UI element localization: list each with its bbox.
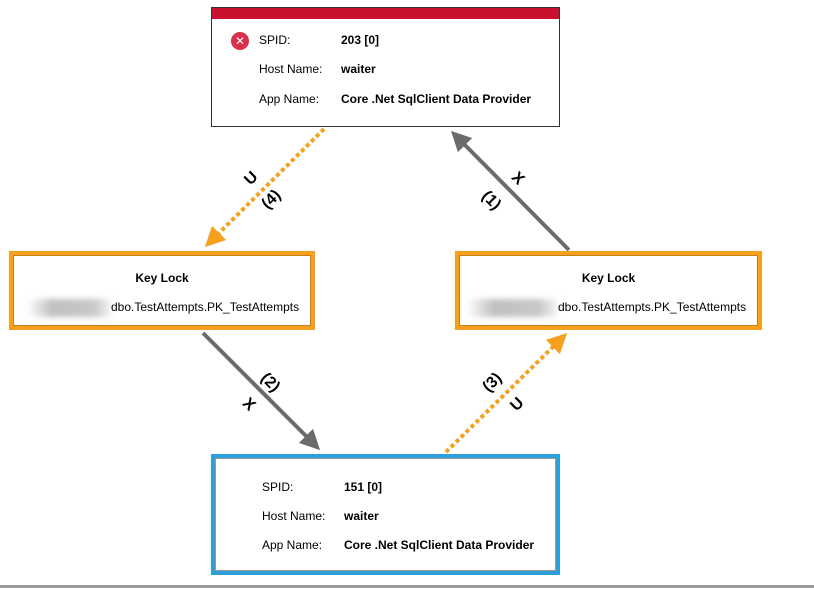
app-value: Core .Net SqlClient Data Provider xyxy=(344,538,535,552)
edge-1-line xyxy=(450,130,571,252)
spid-label: SPID: xyxy=(259,33,291,47)
spid-value: 203 [0] xyxy=(341,33,380,47)
edge-3-line xyxy=(444,332,568,454)
lock-inner-border xyxy=(13,255,311,326)
host-value: waiter xyxy=(341,62,376,76)
lock-inner-border xyxy=(459,255,758,326)
victim-process-node[interactable]: ✕ SPID: 203 [0] Host Name: waiter App Na… xyxy=(211,7,560,127)
lock-title: Key Lock xyxy=(135,271,189,285)
redacted-text xyxy=(467,299,557,317)
victim-bar xyxy=(212,8,559,19)
app-value: Core .Net SqlClient Data Provider xyxy=(341,92,532,106)
redacted-text xyxy=(27,299,111,317)
app-label: App Name: xyxy=(259,92,320,106)
bottom-divider xyxy=(0,585,814,588)
host-label: Host Name: xyxy=(262,509,326,523)
spid-value: 151 [0] xyxy=(344,480,383,494)
host-label: Host Name: xyxy=(259,62,323,76)
key-lock-node-right[interactable]: Key Lock dbo.TestAttempts.PK_TestAttempt… xyxy=(455,251,762,330)
edge-2-line xyxy=(201,331,321,451)
key-lock-node-left[interactable]: Key Lock dbo.TestAttempts.PK_TestAttempt… xyxy=(9,251,315,330)
edge-4-line xyxy=(204,127,326,248)
host-value: waiter xyxy=(344,509,379,523)
error-x-icon: ✕ xyxy=(231,32,249,50)
app-label: App Name: xyxy=(262,538,323,552)
lock-object-name: dbo.TestAttempts.PK_TestAttempts xyxy=(558,300,747,314)
lock-title: Key Lock xyxy=(581,271,636,285)
lock-object-name: dbo.TestAttempts.PK_TestAttempts xyxy=(111,300,300,314)
spid-label: SPID: xyxy=(262,480,294,494)
survivor-process-node[interactable]: SPID: 151 [0] Host Name: waiter App Name… xyxy=(211,454,560,575)
process-inner-border xyxy=(215,458,556,571)
